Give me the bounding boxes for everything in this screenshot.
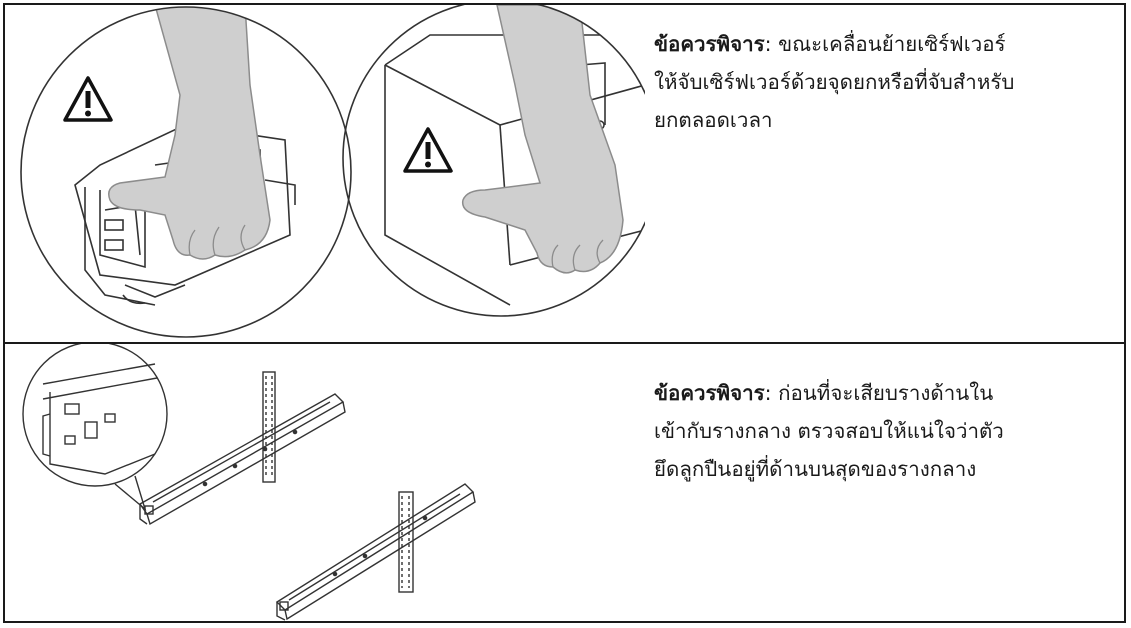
right-magnified-circle xyxy=(342,5,645,317)
note-line-1: ข้อควรพิจาร: ก่อนที่จะเสียบรางด้านใน xyxy=(654,374,1114,412)
note-text: ขณะเคลื่อนย้ายเซิร์ฟเวอร์ xyxy=(778,32,1006,56)
note-line-2: เข้ากับรางกลาง ตรวจสอบให้แน่ใจว่าตัว xyxy=(654,419,1004,443)
warning-triangle-icon xyxy=(403,127,453,173)
note-label: ข้อควรพิจาร xyxy=(654,32,765,56)
rails-illustration xyxy=(22,344,476,621)
note-separator: : xyxy=(764,381,772,405)
rail-detail-callout xyxy=(22,344,168,512)
note-separator: : xyxy=(764,32,772,56)
hand-right xyxy=(461,5,624,274)
row-divider xyxy=(5,342,1124,344)
lower-post xyxy=(398,491,414,593)
lower-rail xyxy=(275,483,476,621)
rails-note: ข้อควรพิจาร: ก่อนที่จะเสียบรางด้านใน เข้… xyxy=(654,374,1114,488)
note-text: ก่อนที่จะเสียบรางด้านใน xyxy=(778,381,994,405)
upper-post xyxy=(262,371,276,483)
handling-illustration xyxy=(20,5,645,338)
upper-rail xyxy=(138,393,346,526)
warning-triangle-icon xyxy=(63,76,113,122)
row-rails: ข้อควรพิจาร: ก่อนที่จะเสียบรางด้านใน เข้… xyxy=(5,344,1124,623)
note-line-3: ยึดลูกปืนอยู่ที่ด้านบนสุดของรางกลาง xyxy=(654,457,977,481)
hand-left xyxy=(108,7,271,260)
handling-note: ข้อควรพิจาร: ขณะเคลื่อนย้ายเซิร์ฟเวอร์ ใ… xyxy=(654,25,1114,139)
note-line-1: ข้อควรพิจาร: ขณะเคลื่อนย้ายเซิร์ฟเวอร์ xyxy=(654,25,1114,63)
note-label: ข้อควรพิจาร xyxy=(654,381,765,405)
note-line-2: ให้จับเซิร์ฟเวอร์ด้วยจุดยกหรือที่จับสำหร… xyxy=(654,70,1015,94)
note-line-3: ยกตลอดเวลา xyxy=(654,108,773,132)
instruction-table: ข้อควรพิจาร: ขณะเคลื่อนย้ายเซิร์ฟเวอร์ ใ… xyxy=(3,3,1126,623)
row-handling: ข้อควรพิจาร: ขณะเคลื่อนย้ายเซิร์ฟเวอร์ ใ… xyxy=(5,5,1124,342)
left-magnified-circle xyxy=(20,6,352,338)
